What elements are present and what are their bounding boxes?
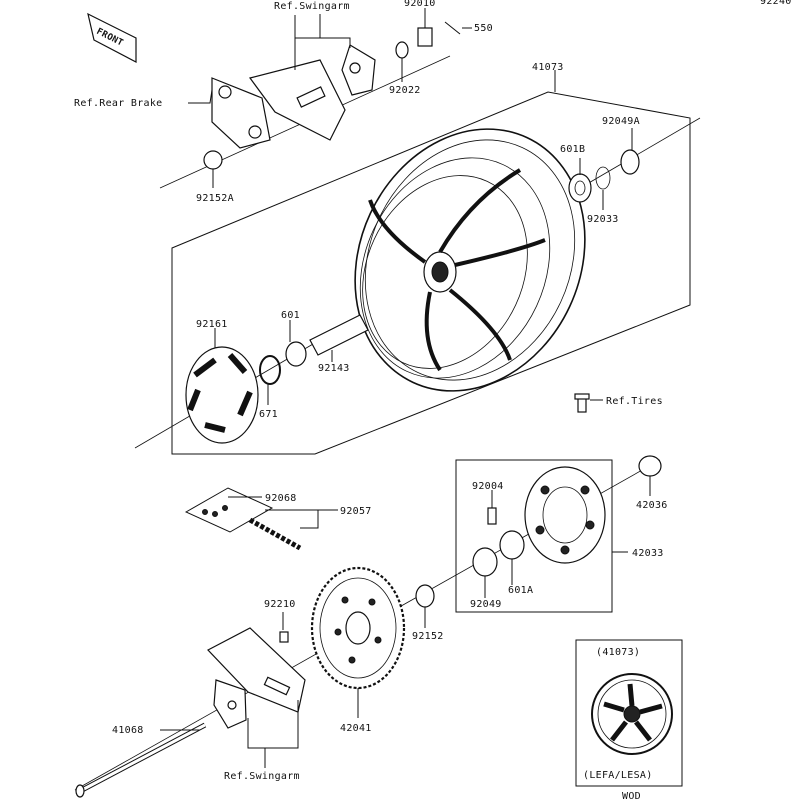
- label-ref-swingarm-top: Ref.Swingarm: [274, 1, 350, 12]
- label-42033: 42033: [632, 548, 664, 559]
- upper-chain-adjuster: [248, 44, 376, 141]
- label-92068: 92068: [265, 493, 297, 504]
- bearing-601a: [499, 530, 525, 560]
- inset-bottom-fragment: WOD: [622, 791, 641, 800]
- coupling-hub-42033: [524, 466, 606, 564]
- collar-92152: [415, 584, 435, 608]
- label-41068: 41068: [112, 725, 144, 736]
- label-92010: 92010: [404, 0, 436, 9]
- lower-chain-adjuster: [207, 627, 306, 729]
- seal-92049: [472, 547, 498, 577]
- wheel-assembly-frame: [171, 91, 691, 455]
- rear-sprocket-42041: [310, 566, 406, 690]
- o-ring-671: [259, 355, 281, 385]
- label-ref-tires: Ref.Tires: [606, 396, 663, 407]
- label-92210: 92210: [264, 599, 296, 610]
- label-42036: 42036: [636, 500, 668, 511]
- label-92049: 92049: [470, 599, 502, 610]
- drive-chain-92057: [184, 487, 302, 551]
- label-ref-swingarm-bottom: Ref.Swingarm: [224, 771, 300, 782]
- washer-92022: [395, 41, 409, 59]
- tire-valve: [574, 393, 590, 413]
- label-92022: 92022: [389, 85, 421, 96]
- cotter-pin-550: [444, 21, 461, 35]
- leader-lines: [160, 8, 651, 768]
- inset-box: [575, 639, 683, 787]
- collar-42036: [638, 455, 662, 477]
- rear-axle-41068: [75, 722, 207, 798]
- label-92161: 92161: [196, 319, 228, 330]
- nut-92010: [417, 27, 433, 47]
- inset-variant: (LEFA/LESA): [583, 770, 653, 781]
- nut-92210: [279, 631, 289, 643]
- top-right-fragment: 92240: [760, 0, 792, 7]
- label-92033: 92033: [587, 214, 619, 225]
- label-92143: 92143: [318, 363, 350, 374]
- inset-part-ref: (41073): [596, 647, 640, 658]
- bearing-601: [285, 341, 307, 367]
- label-42041: 42041: [340, 723, 372, 734]
- label-41073: 41073: [532, 62, 564, 73]
- label-ref-rear-brake: Ref.Rear Brake: [74, 98, 163, 109]
- label-671: 671: [259, 409, 278, 420]
- circlip-92033: [595, 166, 611, 190]
- label-92049a: 92049A: [602, 116, 640, 127]
- label-550: 550: [474, 23, 493, 34]
- seal-92049a: [620, 149, 640, 175]
- inset-wheel: [591, 673, 673, 755]
- stud-92004: [487, 507, 497, 525]
- bearing-601b: [568, 173, 592, 203]
- collar-92152a: [203, 150, 223, 170]
- label-92004: 92004: [472, 481, 504, 492]
- front-direction-badge: FRONT: [87, 12, 137, 63]
- label-601a: 601A: [508, 585, 533, 596]
- hub-damper-92161: [185, 346, 259, 444]
- label-601b: 601B: [560, 144, 585, 155]
- label-92152a: 92152A: [196, 193, 234, 204]
- sprocket-hub-frame: [455, 459, 613, 613]
- rear-brake-bracket: [211, 77, 271, 149]
- label-92057: 92057: [340, 506, 372, 517]
- label-92152: 92152: [412, 631, 444, 642]
- label-601: 601: [281, 310, 300, 321]
- rear-wheel: [354, 128, 586, 392]
- spacer-92143: [309, 314, 369, 356]
